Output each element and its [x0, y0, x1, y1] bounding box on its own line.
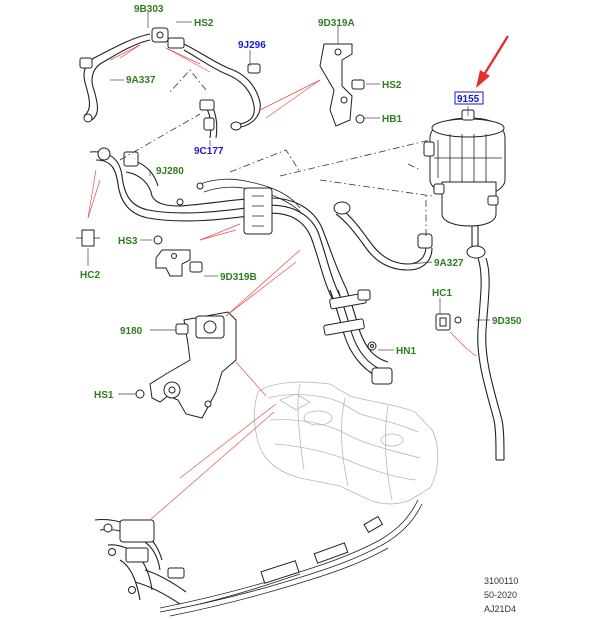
main-fuel-line-bundle-9j280: [89, 147, 393, 385]
callout-9j280[interactable]: 9J280: [156, 166, 184, 177]
label-leader-lines: [87, 12, 490, 395]
assembly-dash-lines: [119, 69, 433, 236]
callout-labels: 9B303 HS2 9J296 9D319A 9A337 HS2 HB1 915…: [80, 4, 522, 401]
fuel-tank-ghost: [254, 381, 439, 505]
rear-line-assembly: [94, 518, 187, 605]
callout-hc2[interactable]: HC2: [80, 270, 100, 281]
callout-9b303[interactable]: 9B303: [134, 4, 164, 15]
evap-canister-9155: [423, 109, 506, 227]
hn1-nut: [367, 341, 377, 351]
callout-9j296[interactable]: 9J296: [238, 40, 266, 51]
red-arrow-icon: [476, 35, 510, 88]
reference-line-2: 50-2020: [484, 590, 517, 600]
callout-9a327[interactable]: 9A327: [434, 258, 464, 269]
callout-9c177[interactable]: 9C177: [194, 146, 224, 157]
red-leader-lines: [87, 44, 477, 521]
reference-line-3: AJ21D4: [484, 604, 516, 614]
lower-fuel-line-bundle: [159, 499, 423, 617]
hose-9j296: [183, 43, 261, 131]
callout-hs3[interactable]: HS3: [118, 236, 138, 247]
hc2-clip: [76, 229, 100, 247]
callout-9d319a[interactable]: 9D319A: [318, 18, 355, 29]
callout-hs2-right[interactable]: HS2: [382, 80, 402, 91]
callout-hs1[interactable]: HS1: [94, 390, 114, 401]
highlight-box-9155: [454, 91, 484, 105]
callout-9155[interactable]: 9155: [457, 94, 480, 105]
callout-hs2-top[interactable]: HS2: [194, 18, 214, 29]
hose-9c177: [199, 99, 218, 139]
callout-9d350[interactable]: 9D350: [492, 316, 522, 327]
hc1-clip: [435, 313, 462, 331]
callout-9180[interactable]: 9180: [120, 326, 143, 337]
reference-code-block: 3100110 50-2020 AJ21D4: [484, 576, 518, 614]
hose-9a327: [333, 201, 433, 271]
callout-9a337[interactable]: 9A337: [126, 75, 156, 86]
callout-hn1[interactable]: HN1: [396, 346, 416, 357]
bracket-9d319a: [319, 43, 365, 127]
hose-9a337: [79, 33, 151, 123]
callout-hb1[interactable]: HB1: [382, 114, 402, 125]
reference-line-1: 3100110: [484, 576, 518, 586]
pump-bracket-9180: [135, 311, 237, 419]
valve-9b303: [151, 27, 185, 49]
callout-hc1[interactable]: HC1: [432, 288, 452, 299]
vent-tube-9d350: [466, 226, 505, 461]
callout-9d319b[interactable]: 9D319B: [220, 272, 257, 283]
bracket-9d319b: [153, 235, 203, 277]
